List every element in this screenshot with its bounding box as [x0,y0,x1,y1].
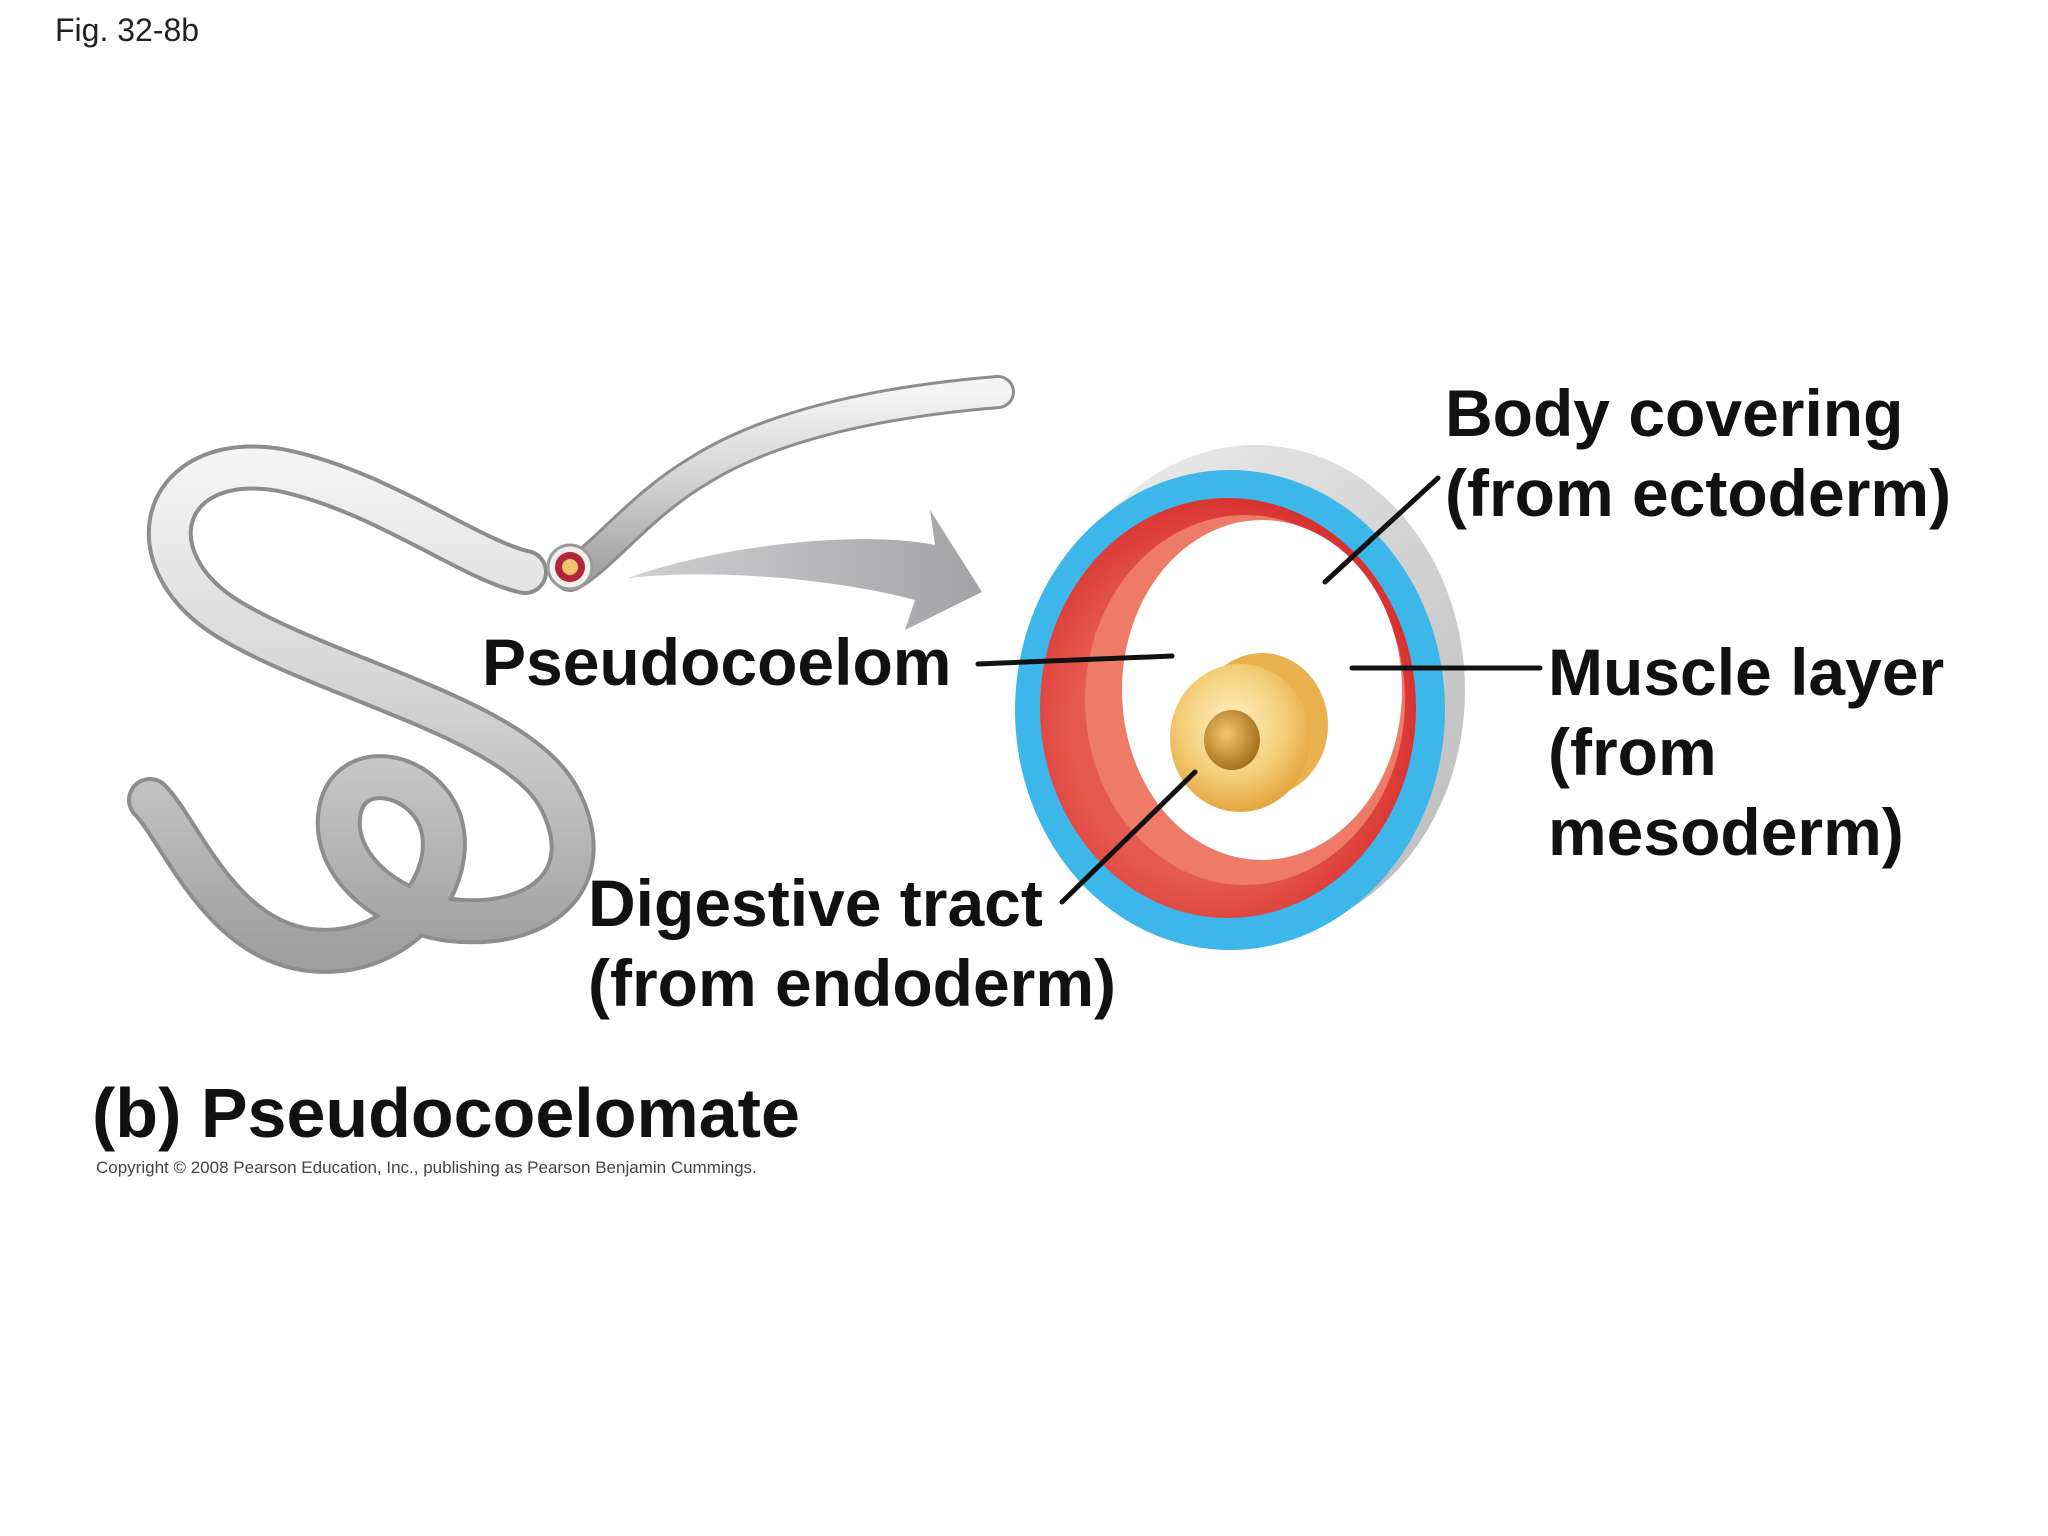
label-body-covering-line1: Body covering [1445,376,1904,450]
label-digestive-tract-line1: Digestive tract [588,866,1043,940]
digestive-tract [1170,653,1328,812]
leader-pseudocoelom [975,653,1175,667]
label-digestive-tract-line2: (from endoderm) [588,946,1116,1020]
leader-digestive-tract [1059,769,1198,905]
digestive-lumen [1204,710,1260,770]
label-muscle-layer-line2: (from [1548,715,1717,789]
copyright-notice: Copyright © 2008 Pearson Education, Inc.… [96,1158,757,1177]
label-pseudocoelom-line1: Pseudocoelom [482,625,952,699]
label-pseudocoelom: Pseudocoelom [482,622,951,702]
label-muscle-layer: Muscle layer (from mesoderm) [1548,632,1944,872]
label-body-covering-line2: (from ectoderm) [1445,456,1952,530]
leader-body-covering [1322,475,1441,585]
label-body-covering: Body covering (from ectoderm) [1445,373,1951,533]
worm-cut-end [546,543,594,591]
worm-illustration [127,375,1015,974]
leader-lines [975,475,1543,905]
label-muscle-layer-line1: Muscle layer [1548,635,1945,709]
label-digestive-tract: Digestive tract (from endoderm) [588,863,1116,1023]
cross-section-arrow [628,510,982,630]
figure-number: Fig. 32-8b [55,12,200,48]
label-muscle-layer-line3: mesoderm) [1548,795,1904,869]
panel-caption: (b) Pseudocoelomate [92,1074,800,1152]
